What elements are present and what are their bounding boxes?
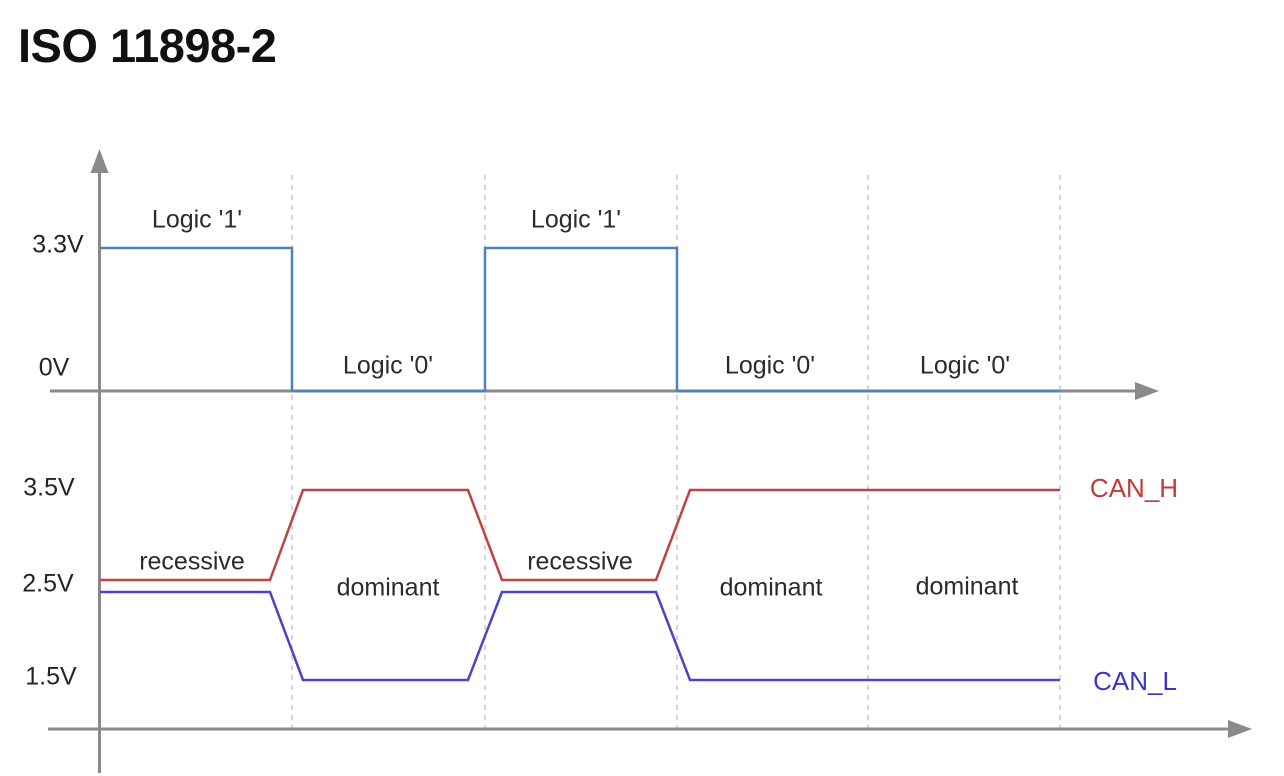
bus-state-label-2: dominant	[336, 573, 440, 602]
top-x-axis-arrow-icon	[1135, 382, 1159, 400]
logic-segment-label-4: Logic '0'	[724, 351, 816, 380]
logic-segment-label-1: Logic '1'	[151, 205, 243, 234]
bottom-y-label-2_5v: 2.5V	[22, 569, 74, 598]
bottom-y-label-1_5v: 1.5V	[25, 662, 77, 691]
y-axis	[90, 149, 109, 773]
bottom-y-label-3_5v: 3.5V	[23, 473, 75, 502]
can-l-series-label: CAN_L	[1093, 666, 1177, 696]
page-title: ISO 11898-2	[18, 19, 277, 72]
logic-signal-line	[100, 246, 1060, 393]
bottom-x-axis-arrow-icon	[1228, 720, 1252, 738]
can-h-signal-line	[100, 488, 1060, 582]
bus-state-label-3: recessive	[527, 547, 633, 576]
logic-segment-label-2: Logic '0'	[342, 351, 434, 380]
top-y-label-0v: 0V	[38, 353, 70, 382]
bus-state-label-1: recessive	[139, 547, 245, 576]
bus-state-label-4: dominant	[719, 573, 823, 602]
y-axis-arrow-icon	[90, 149, 109, 173]
logic-segment-label-5: Logic '0'	[919, 351, 1011, 380]
top-y-label-3_3v: 3.3V	[32, 230, 84, 259]
can-h-series-label: CAN_H	[1089, 473, 1179, 503]
bottom-x-axis	[48, 720, 1252, 738]
logic-segment-label-3: Logic '1'	[530, 205, 622, 234]
bus-state-label-5: dominant	[915, 572, 1019, 601]
can-l-signal-line	[100, 590, 1060, 682]
